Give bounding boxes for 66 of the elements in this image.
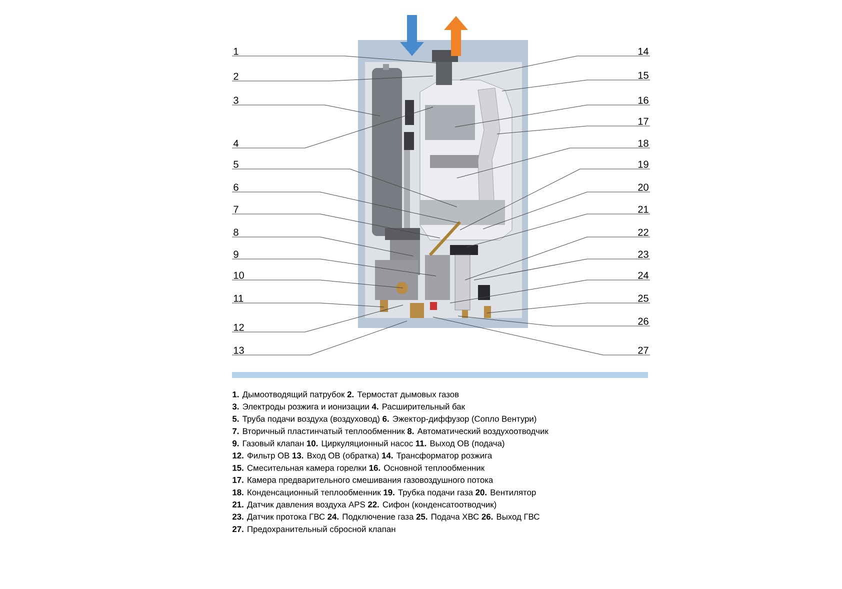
callout-number: 2 bbox=[234, 72, 238, 80]
leader-line bbox=[458, 316, 650, 326]
leader-line bbox=[232, 104, 380, 116]
callout-number: 9 bbox=[234, 250, 238, 258]
callout-number: 6 bbox=[234, 184, 238, 191]
leader-line bbox=[232, 302, 384, 308]
callout-number: 3 bbox=[234, 96, 238, 104]
leader-line bbox=[450, 280, 650, 304]
callout-number: 22 bbox=[638, 228, 648, 236]
leader-line bbox=[232, 168, 458, 208]
callout-number: 20 bbox=[638, 184, 648, 191]
leader-line bbox=[232, 320, 408, 356]
callout-number: 4 bbox=[233, 140, 238, 147]
leader-line bbox=[474, 258, 650, 280]
leader-line bbox=[232, 192, 460, 224]
leader-line bbox=[486, 302, 650, 314]
callout-number: 12 bbox=[234, 324, 244, 331]
description-text: 27. Предохранительный сбросной клапан bbox=[232, 526, 396, 534]
leader-line bbox=[502, 80, 650, 92]
leader-line bbox=[482, 192, 650, 230]
callout-number: 23 bbox=[638, 250, 648, 258]
callout-number: 11 bbox=[234, 294, 244, 302]
leader-line bbox=[496, 126, 650, 134]
callout-number: 19 bbox=[638, 160, 648, 168]
callout-number: 15 bbox=[638, 72, 648, 79]
description-text: 15. Смесительная камера горелки 16. Основной теплообменник bbox=[232, 464, 485, 472]
leader-line bbox=[456, 148, 650, 178]
description-text: 9. Газовый клапан 10. Циркуляционный насос 11. Выход ОВ (подача) bbox=[232, 440, 504, 448]
callout-number: 5 bbox=[234, 160, 238, 168]
callout-number: 27 bbox=[638, 346, 648, 354]
callout-number: 8 bbox=[234, 228, 238, 236]
callout-number: 13 bbox=[234, 346, 244, 354]
description-text: 21. Датчик давления воздуха APS 22. Сифон (конденсатоотводчик) bbox=[232, 501, 496, 510]
leader-line bbox=[232, 280, 404, 288]
callout-number: 17 bbox=[638, 118, 648, 125]
description-text: 23. Датчик протока ГВС 24. Подключение газа 25. Подача ХВС 26. Выход ГВС bbox=[232, 514, 540, 522]
callout-number: 26 bbox=[638, 318, 648, 325]
callout-number: 25 bbox=[638, 294, 648, 302]
callout-number: 7 bbox=[234, 206, 238, 213]
leader-line bbox=[232, 258, 436, 276]
leader-line bbox=[460, 56, 650, 80]
description-text: 12. Фильтр ОВ 13. Вход ОВ (обратка) 14. Трансформатор розжига bbox=[232, 452, 492, 460]
description-text: 18. Конденсационный теплообменник 19. Трубка подачи газа 20. Вентилятор bbox=[232, 489, 536, 497]
description-text: 17. Камера предварительного смешивания газовоздушного потока bbox=[232, 477, 494, 485]
leader-line bbox=[432, 316, 650, 356]
leader-line bbox=[232, 236, 414, 256]
callout-number: 18 bbox=[638, 140, 648, 147]
leader-line bbox=[232, 106, 434, 148]
callout-number: 14 bbox=[638, 48, 649, 55]
leader-line bbox=[460, 168, 650, 230]
description-text: 7. Вторичный пластинчатый теплообменник 8. Автоматический воздухоотводчик bbox=[232, 428, 548, 436]
callout-number: 10 bbox=[234, 272, 244, 279]
leader-line bbox=[464, 236, 650, 280]
leader-line bbox=[232, 214, 440, 238]
leader-line bbox=[232, 76, 434, 82]
callout-number: 21 bbox=[638, 206, 648, 213]
callout-number: 16 bbox=[638, 96, 648, 104]
description-text: 3. Электроды розжига и ионизации 4. Расширительный бак bbox=[232, 403, 466, 412]
leader-line bbox=[466, 214, 650, 248]
callout-number: 1 bbox=[234, 48, 238, 55]
description-text: 5. Труба подачи воздуха (воздуховод) 6. Эжектор-диффузор (Сопло Вентури) bbox=[232, 416, 536, 424]
description-text: 1. Дымоотводящий патрубок 2. Термостат дымовых газов bbox=[232, 391, 459, 399]
leader-line bbox=[232, 304, 404, 332]
callout-number: 24 bbox=[638, 272, 649, 279]
leader-line bbox=[454, 104, 650, 128]
leader-line bbox=[232, 56, 438, 64]
